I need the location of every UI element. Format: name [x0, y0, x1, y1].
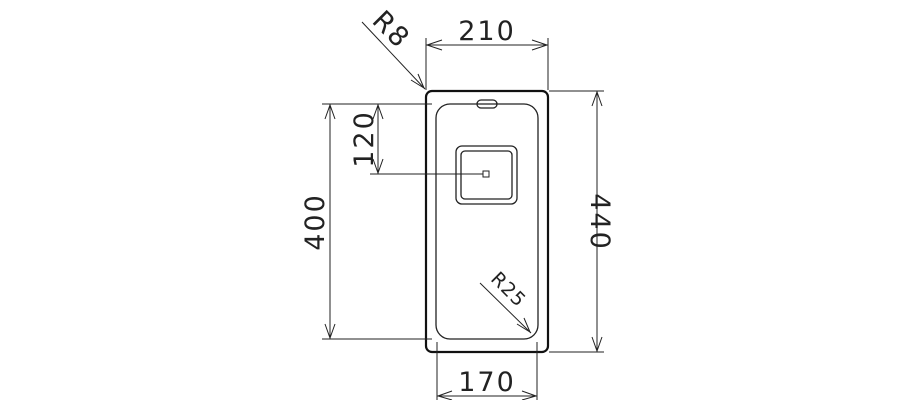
r8-label: R8 — [366, 5, 416, 55]
drain-inner — [460, 150, 513, 200]
r25-leader-arrow — [516, 317, 532, 334]
arrow-drain-bottom — [372, 158, 384, 175]
arrow-top-left — [425, 39, 443, 51]
r25-label: R25 — [486, 268, 530, 312]
arrow-top-right — [531, 39, 549, 51]
left-height-label: 400 — [300, 193, 331, 251]
r8-leader-arrow — [410, 73, 426, 90]
r25-leader-line — [479, 282, 532, 334]
arrow-bottom-left — [436, 390, 453, 400]
sink-outer-rim — [424, 89, 550, 354]
arrow-right-bottom — [591, 336, 603, 353]
bottom-width-label: 170 — [458, 367, 516, 398]
drain-outer — [455, 145, 518, 205]
drain-center-mark — [482, 170, 490, 178]
arrow-left-top — [324, 103, 336, 120]
right-height-label: 440 — [584, 193, 615, 251]
arrow-left-bottom — [324, 323, 336, 340]
r8-leader-line — [361, 21, 426, 90]
overflow-slot — [476, 99, 498, 109]
top-width-label: 210 — [458, 16, 516, 47]
drain-offset-label: 120 — [349, 110, 380, 168]
arrow-drain-top — [372, 103, 384, 120]
arrow-bottom-right — [521, 390, 538, 400]
arrow-right-top — [591, 90, 603, 107]
